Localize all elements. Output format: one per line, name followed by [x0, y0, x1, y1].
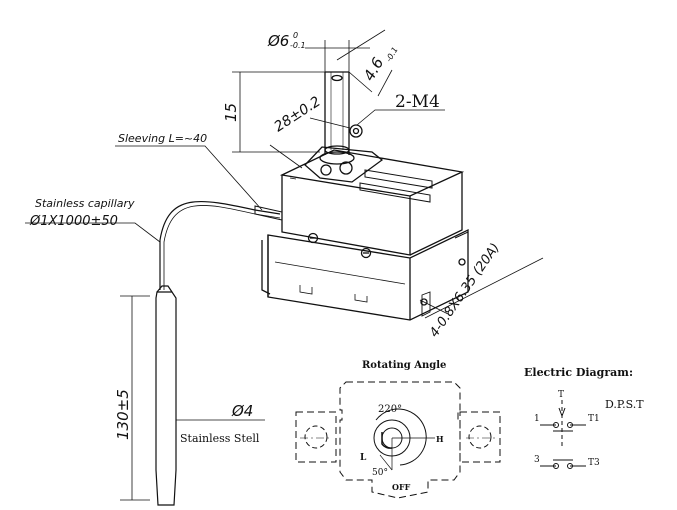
capillary-name-label: Stainless capillary: [35, 197, 135, 210]
off-label: OFF: [392, 482, 411, 492]
pinT1-label: T1: [588, 414, 600, 424]
mount-holes-label: 2-M4: [395, 92, 440, 112]
capillary-size-label: Ø1X1000±50: [29, 214, 118, 229]
bulb-diameter-label: Ø4: [231, 402, 253, 420]
thermostat-body: [261, 71, 469, 321]
diagram-type-label: D.P.S.T: [605, 398, 644, 411]
bulb-length-label: 130±5: [114, 389, 132, 440]
electric-diagram: [540, 400, 586, 469]
t-label: T: [558, 390, 564, 400]
electric-diagram-title: Electric Diagram:: [524, 366, 633, 379]
angle-main-label: 220°: [378, 404, 402, 415]
pin1-label: 1: [534, 414, 540, 424]
capillary-and-bulb: [25, 200, 283, 506]
terminals-label: 4-0.8X6.35 (20A): [427, 241, 503, 341]
pinT3-label: T3: [588, 458, 600, 468]
rotating-angle-drawing: [295, 381, 501, 499]
pin3-label: 3: [534, 455, 540, 465]
flat-dimension-tol: -0.1: [384, 45, 400, 63]
rotating-angle-title: Rotating Angle: [362, 360, 446, 371]
labels: Ø6 0 -0.1 4.6 -0.1 15 28±0.2 2-M4 Sleevi…: [29, 31, 644, 492]
low-label: L: [360, 453, 367, 463]
shaft-diameter-tol-upper: 0: [293, 31, 298, 40]
shaft-diameter-label: Ø6: [267, 32, 289, 50]
high-label: H: [436, 434, 444, 444]
angle-off-label: 50°: [372, 468, 388, 478]
mount-spacing-label: 28±0.2: [271, 94, 323, 136]
bulb-material-label: Stainless Stell: [180, 432, 260, 445]
shaft-height-label: 15: [222, 103, 240, 122]
shaft-diameter-tol-lower: -0.1: [290, 41, 306, 50]
dimension-lines: [115, 29, 544, 319]
sleeving-label: Sleeving L=~40: [118, 132, 207, 145]
